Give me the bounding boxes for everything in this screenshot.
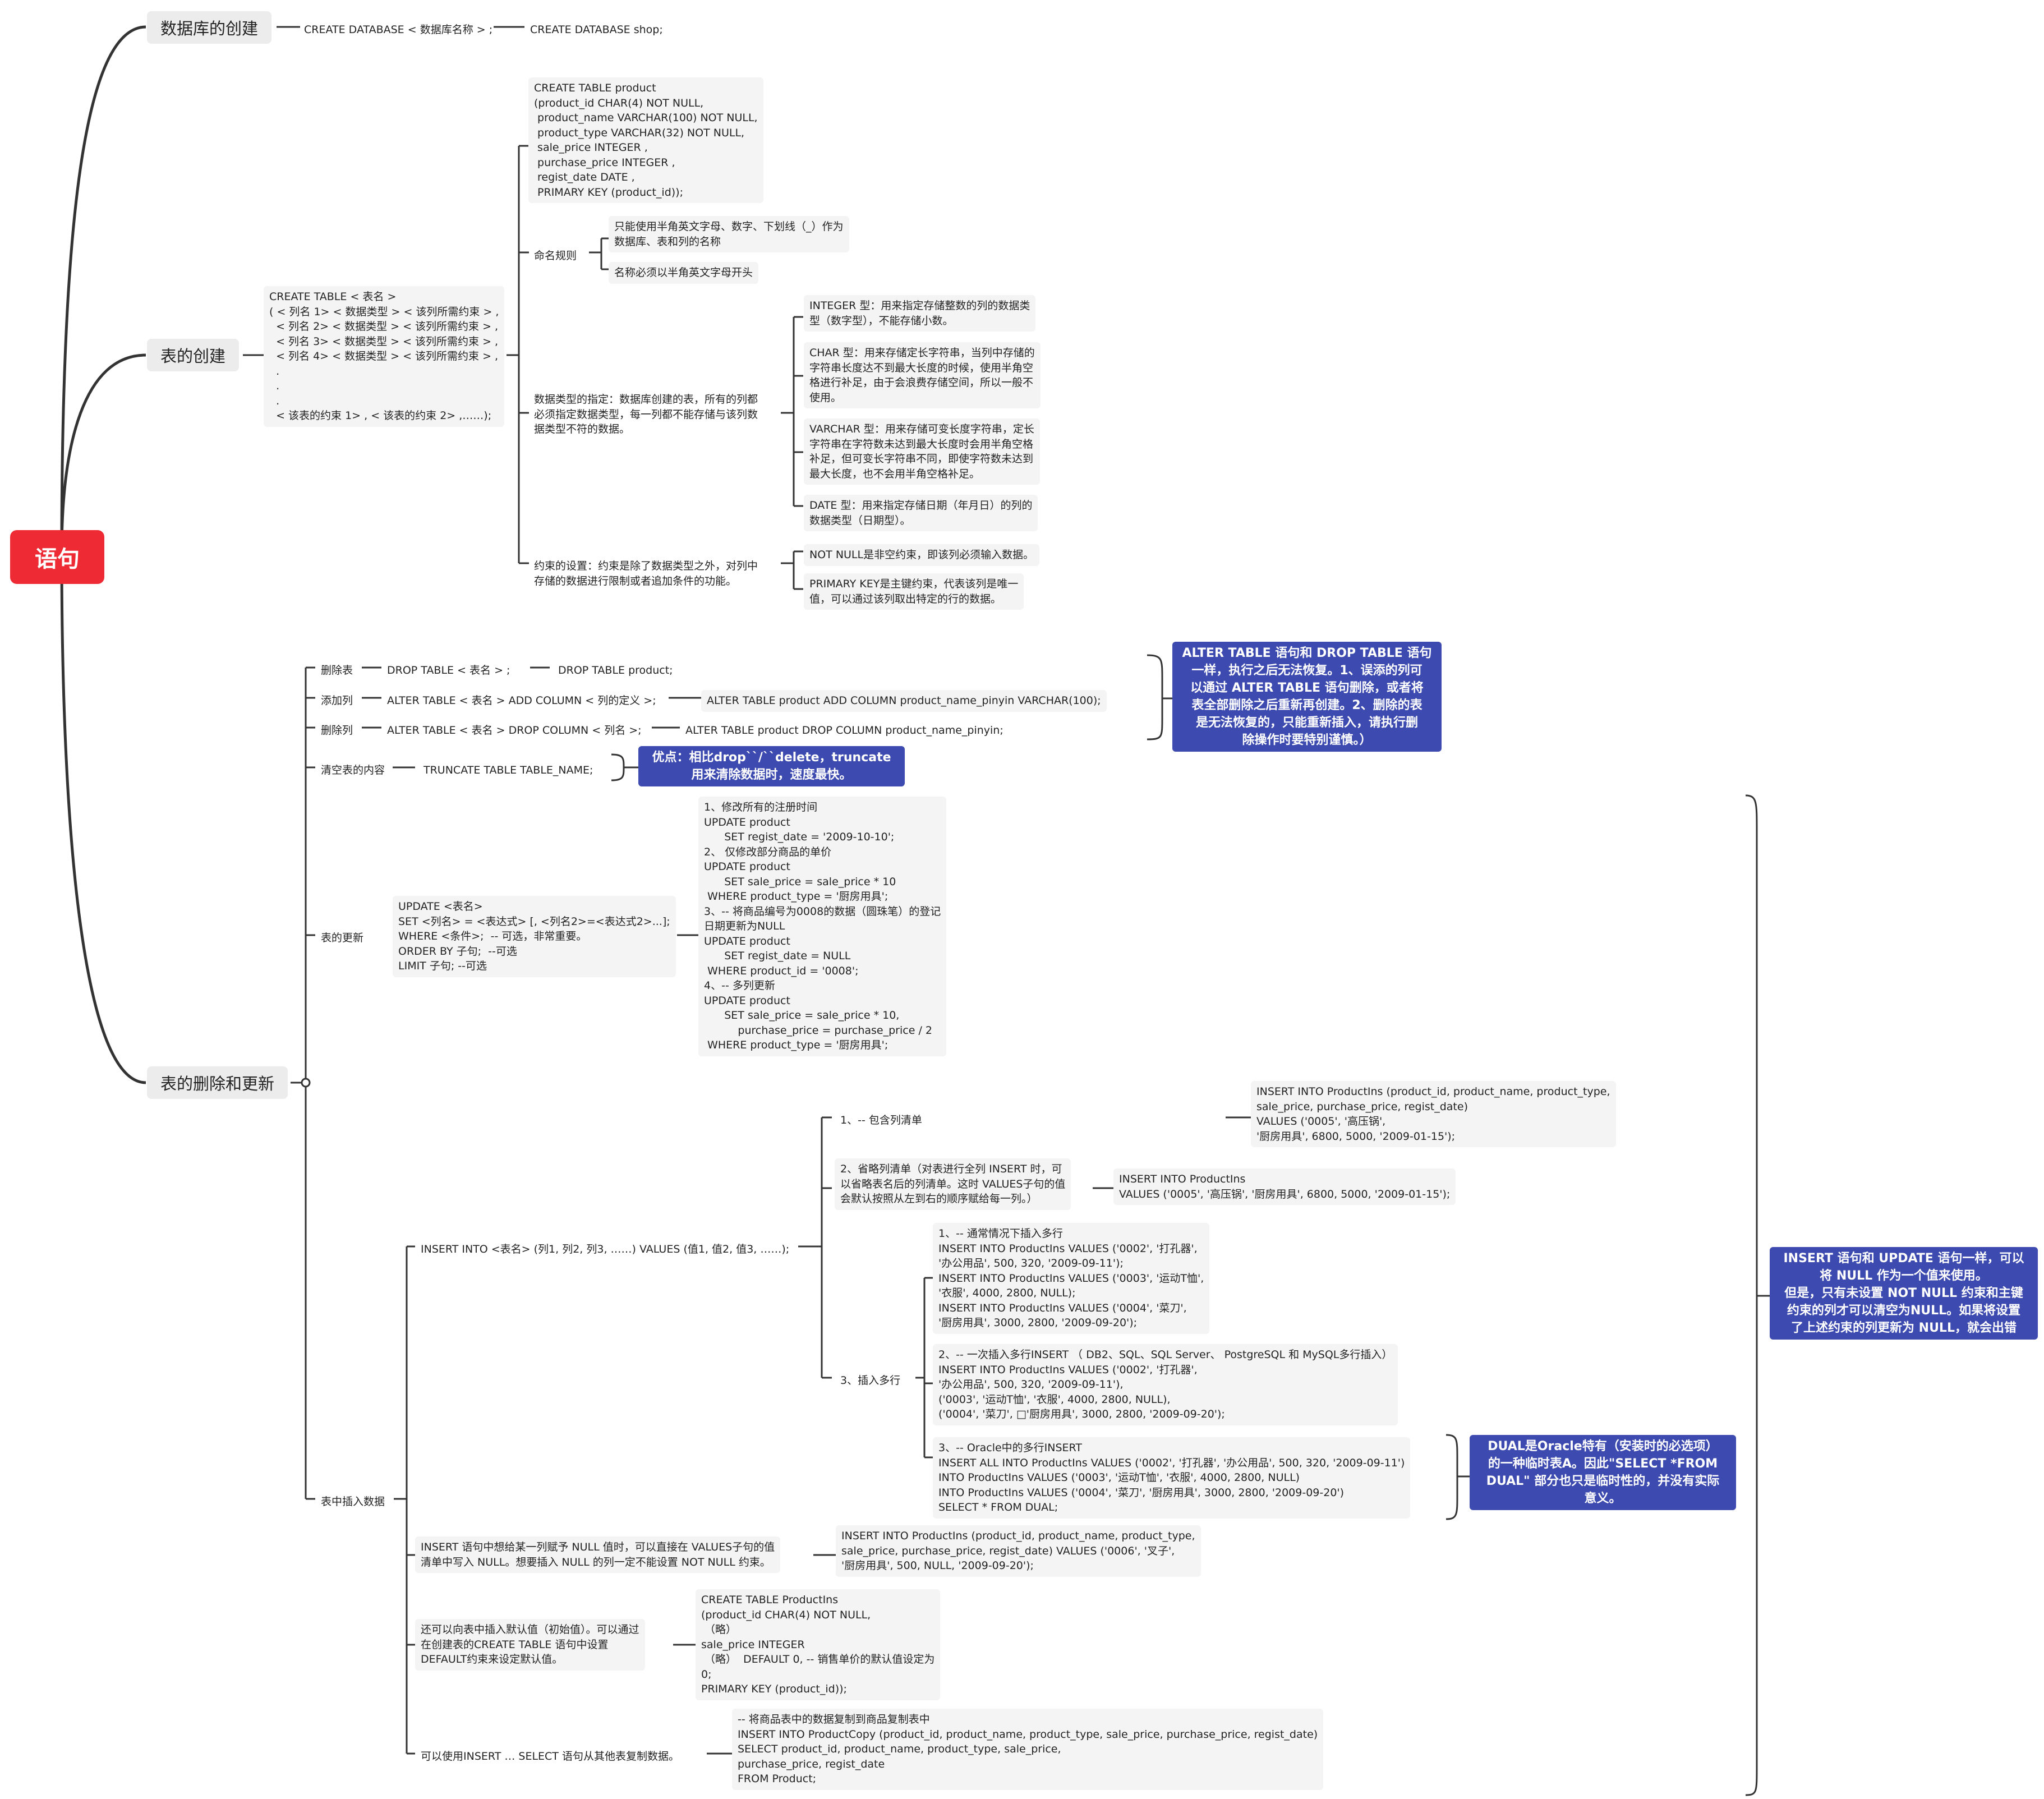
insert-with-columns-code[interactable]: INSERT INTO ProductIns (product_id, prod…	[1251, 1081, 1616, 1147]
insert-select-label[interactable]: 可以使用INSERT … SELECT 语句从其他表复制数据。	[421, 1750, 679, 1763]
truncate-syntax[interactable]: TRUNCATE TABLE TABLE_NAME;	[423, 764, 593, 776]
drop-column-label[interactable]: 删除列	[321, 724, 353, 737]
naming-rule-1[interactable]: 只能使用半角英文字母、数字、下划线（_）作为 数据库、表和列的名称	[609, 216, 849, 252]
truncate-note[interactable]: 优点：相比drop``/``delete，truncate 用来清除数据时，速度…	[638, 746, 905, 786]
multi-row-oracle[interactable]: 3、-- Oracle中的多行INSERT INSERT ALL INTO Pr…	[933, 1437, 1411, 1519]
insert-label[interactable]: 表中插入数据	[321, 1496, 385, 1508]
root-node[interactable]: 语句	[10, 530, 104, 584]
table-syntax[interactable]: CREATE TABLE < 表名 > ( < 列名 1> < 数据类型 > <…	[264, 286, 505, 427]
branch-delete-update[interactable]: 表的删除和更新	[147, 1066, 288, 1099]
naming-rule-2[interactable]: 名称必须以半角英文字母开头	[609, 262, 759, 284]
insert-syntax[interactable]: INSERT INTO <表名> (列1, 列2, 列3, ……) VALUES…	[421, 1243, 790, 1255]
datatype-spec[interactable]: 数据类型的指定：数据库创建的表，所有的列都 必须指定数据类型，每一列都不能存储与…	[534, 393, 758, 435]
insert-with-columns-label[interactable]: 1、-- 包含列清单	[840, 1114, 922, 1126]
naming-rule[interactable]: 命名规则	[534, 250, 577, 262]
multi-row-single-statement[interactable]: 2、-- 一次插入多行INSERT （ DB2、SQL、SQL Server、 …	[933, 1344, 1398, 1425]
drop-column-syntax[interactable]: ALTER TABLE < 表名 > DROP COLUMN < 列名 >;	[387, 724, 642, 737]
dual-note[interactable]: DUAL是Oracle特有（安装时的必选项） 的一种临时表A。因此"SELECT…	[1470, 1435, 1736, 1510]
insert-omit-columns-label[interactable]: 2、省略列清单（对表进行全列 INSERT 时，可 以省略表名后的列清单。这时 …	[835, 1158, 1071, 1210]
insert-select-code[interactable]: -- 将商品表中的数据复制到商品复制表中 INSERT INTO Product…	[732, 1709, 1324, 1790]
drop-table-example[interactable]: DROP TABLE product;	[558, 664, 673, 677]
db-example[interactable]: CREATE DATABASE shop;	[530, 24, 663, 36]
insert-default-code[interactable]: CREATE TABLE ProductIns (product_id CHAR…	[696, 1589, 941, 1700]
update-examples[interactable]: 1、修改所有的注册时间 UPDATE product SET regist_da…	[698, 797, 947, 1056]
drop-table-syntax[interactable]: DROP TABLE < 表名 > ;	[387, 664, 510, 677]
insert-null-code[interactable]: INSERT INTO ProductIns (product_id, prod…	[836, 1525, 1201, 1577]
type-varchar[interactable]: VARCHAR 型：用来存储可变长度字符串，定长 字符串在字符数未达到最大长度时…	[804, 418, 1040, 485]
truncate-label[interactable]: 清空表的内容	[321, 764, 385, 776]
db-syntax[interactable]: CREATE DATABASE < 数据库名称 > ;	[304, 24, 493, 36]
insert-default-label[interactable]: 还可以向表中插入默认值（初始值）。可以通过 在创建表的CREATE TABLE …	[415, 1619, 645, 1671]
constraint-setting[interactable]: 约束的设置：约束是除了数据类型之外，对列中 存储的数据进行限制或者追加条件的功能…	[534, 560, 758, 587]
type-date[interactable]: DATE 型：用来指定存储日期（年月日）的列的 数据类型（日期型）。	[804, 495, 1038, 531]
update-syntax[interactable]: UPDATE <表名> SET <列名> = <表达式> [, <列名2>=<表…	[393, 896, 676, 977]
branch-database-creation[interactable]: 数据库的创建	[147, 11, 272, 44]
table-example[interactable]: CREATE TABLE product (product_id CHAR(4)…	[528, 77, 763, 203]
constraint-not-null[interactable]: NOT NULL是非空约束，即该列必须输入数据。	[804, 544, 1040, 566]
alter-table-note[interactable]: ALTER TABLE 语句和 DROP TABLE 语句 一样，执行之后无法恢…	[1172, 642, 1442, 752]
add-column-example[interactable]: ALTER TABLE product ADD COLUMN product_n…	[701, 690, 1107, 712]
add-column-label[interactable]: 添加列	[321, 694, 353, 707]
multi-row-normal[interactable]: 1、-- 通常情况下插入多行 INSERT INTO ProductIns VA…	[933, 1223, 1210, 1334]
insert-multi-row-label[interactable]: 3、插入多行	[840, 1374, 901, 1387]
constraint-primary-key[interactable]: PRIMARY KEY是主键约束，代表该列是唯一 值，可以通过该列取出特定的行的…	[804, 573, 1024, 610]
drop-table-label[interactable]: 删除表	[321, 664, 353, 677]
update-label[interactable]: 表的更新	[321, 932, 364, 944]
add-column-syntax[interactable]: ALTER TABLE < 表名 > ADD COLUMN < 列的定义 >;	[387, 694, 656, 707]
drop-column-example[interactable]: ALTER TABLE product DROP COLUMN product_…	[685, 724, 1003, 737]
type-char[interactable]: CHAR 型：用来存储定长字符串，当列中存储的 字符串长度达不到最大长度的时候，…	[804, 342, 1041, 408]
insert-null-label[interactable]: INSERT 语句中想给某一列赋予 NULL 值时，可以直接在 VALUES子句…	[415, 1536, 781, 1573]
type-integer[interactable]: INTEGER 型：用来指定存储整数的列的数据类 型（数字型），不能存储小数。	[804, 295, 1036, 332]
insert-omit-columns-code[interactable]: INSERT INTO ProductIns VALUES ('0005', '…	[1113, 1168, 1456, 1205]
insert-null-note[interactable]: INSERT 语句和 UPDATE 语句一样，可以 将 NULL 作为一个值来使…	[1770, 1247, 2038, 1340]
branch-table-creation[interactable]: 表的创建	[147, 339, 240, 371]
